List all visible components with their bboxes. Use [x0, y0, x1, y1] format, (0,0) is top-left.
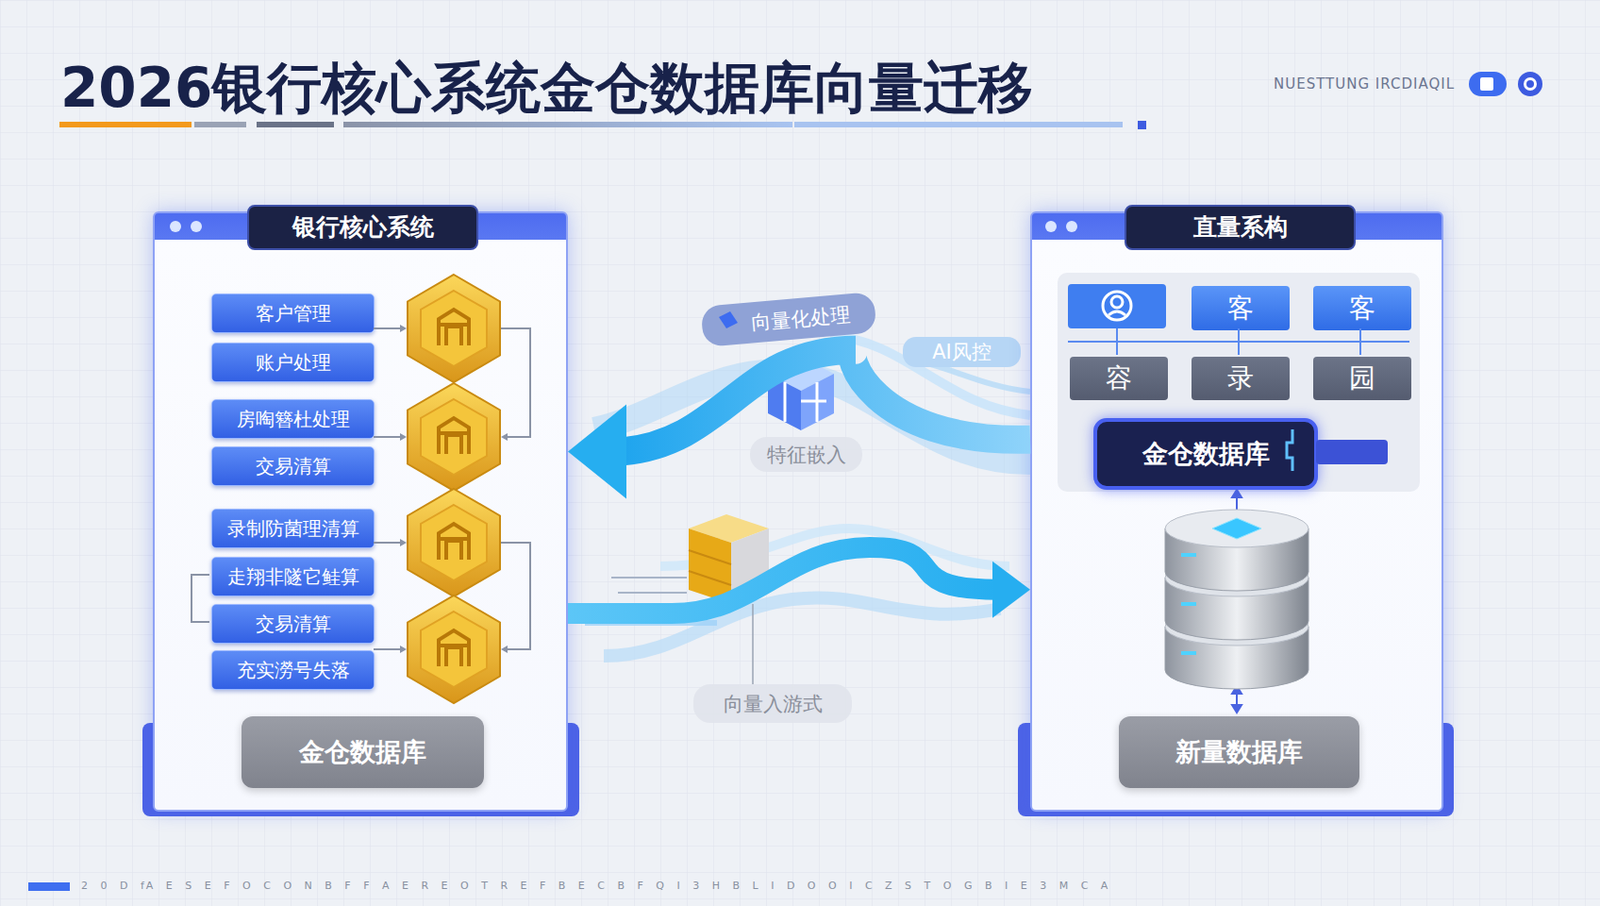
node-text: 录制防菌理清算	[227, 516, 360, 542]
arrow-head	[992, 561, 1031, 618]
node-text: 客	[1349, 290, 1376, 327]
database-cylinder	[1165, 509, 1309, 689]
gold-hexagon	[407, 488, 500, 597]
wire-head	[400, 324, 508, 653]
title-bar	[256, 121, 334, 128]
title-bar	[59, 121, 192, 128]
node-text: 充实澇号失落	[236, 657, 350, 684]
node-text: 金仓数据库	[299, 734, 427, 769]
window-dot	[190, 220, 202, 233]
module-box: 录制防菌理清算	[211, 508, 375, 549]
gold-hexagon	[407, 595, 500, 703]
system-panel: 银行核心系统客户管理账户处理房啕簪杜处理交易清算录制防菌理清算走翔非隧它鲑算交易…	[152, 211, 568, 812]
node-text: 园	[1349, 360, 1376, 397]
vector-cube	[767, 356, 834, 431]
node-text: 房啕簪杜处理	[236, 406, 350, 433]
window-dot	[1066, 220, 1078, 233]
node-text: 向量化处理	[750, 300, 851, 336]
node-text: 新量数据库	[1175, 734, 1303, 769]
panel-heading: 银行核心系统	[247, 204, 479, 250]
icon-box: 容	[1069, 356, 1168, 400]
pill-icon	[718, 311, 738, 329]
node-text: 特征嵌入	[766, 441, 847, 468]
node-text: AI风控	[932, 338, 992, 366]
window-dot	[169, 220, 182, 233]
gold-hexagon	[407, 274, 500, 383]
title-bar	[794, 121, 1123, 128]
arrow-head	[567, 403, 627, 499]
panel-heading: 直量系构	[1124, 204, 1356, 250]
module-box: 客户管理	[211, 293, 375, 334]
pill-bracket	[1286, 429, 1293, 471]
module-wire	[191, 328, 531, 650]
database-pill: 金仓数据库	[1093, 417, 1318, 490]
flow-line	[567, 547, 997, 614]
flow-arrow	[567, 547, 1031, 618]
icon-box: 录	[1191, 356, 1290, 400]
database-box: 金仓数据库	[241, 716, 484, 788]
node-text: 客	[1227, 290, 1254, 327]
node-text: 账户处理	[255, 350, 332, 376]
flow-ribbon	[584, 619, 717, 626]
tag-pill: 特征嵌入	[750, 436, 863, 472]
node-text: 交易清算	[255, 611, 332, 637]
flow-line	[622, 350, 1031, 452]
node-text: 金仓数据库	[1142, 436, 1270, 471]
node-text: 交易清算	[255, 453, 332, 480]
module-box: 账户处理	[211, 342, 375, 383]
process-pill: 向量化处理	[700, 291, 877, 348]
label-text: 2 0 D fA E S E F O C O N B F F A E R E O…	[81, 879, 1110, 892]
window-dot	[1045, 220, 1057, 233]
tag-pill: 向量入游式	[693, 683, 852, 723]
tag-pill: AI风控	[902, 336, 1021, 367]
flow-ribbon	[603, 597, 1000, 656]
database-box: 新量数据库	[1118, 716, 1360, 788]
module-box: 房啕簪杜处理	[211, 399, 375, 439]
title-mark	[1137, 120, 1147, 130]
gold-hexagon	[407, 383, 500, 491]
icon-box: 客	[1313, 285, 1412, 331]
pill-tail	[1316, 439, 1388, 465]
node-text: 录	[1227, 360, 1254, 397]
title-bar	[194, 121, 247, 128]
header-icons	[1468, 71, 1543, 97]
module-box: 充实澇号失落	[211, 650, 375, 690]
module-box: 走翔非隧它鲑算	[211, 556, 375, 597]
node-text: 走翔非隧它鲑算	[227, 564, 360, 590]
module-wire	[1067, 328, 1410, 355]
flow-arrow	[567, 350, 1031, 500]
label-text: NUESTTUNG IRCDIAQIL	[1273, 75, 1455, 93]
icon-box: 园	[1313, 356, 1412, 400]
node-text: 容	[1105, 360, 1133, 397]
double-arrow	[1232, 489, 1242, 713]
node-text: 向量入游式	[723, 690, 823, 717]
flow-ribbon	[660, 528, 1010, 567]
system-panel: 直量系构客客容录园金仓数据库新量数据库	[1030, 211, 1444, 812]
gold-block	[611, 514, 769, 684]
flow-ribbon	[830, 335, 1031, 416]
icon-box: 客	[1191, 285, 1290, 331]
module-box: 交易清算	[211, 446, 375, 486]
diagram-title: 2026银行核心系统金仓数据库向量迁移	[60, 60, 1034, 116]
module-box: 交易清算	[211, 603, 375, 644]
footer-bar	[28, 882, 70, 891]
user-icon-box	[1067, 283, 1167, 329]
title-bar	[343, 121, 793, 128]
node-text: 客户管理	[255, 300, 332, 327]
